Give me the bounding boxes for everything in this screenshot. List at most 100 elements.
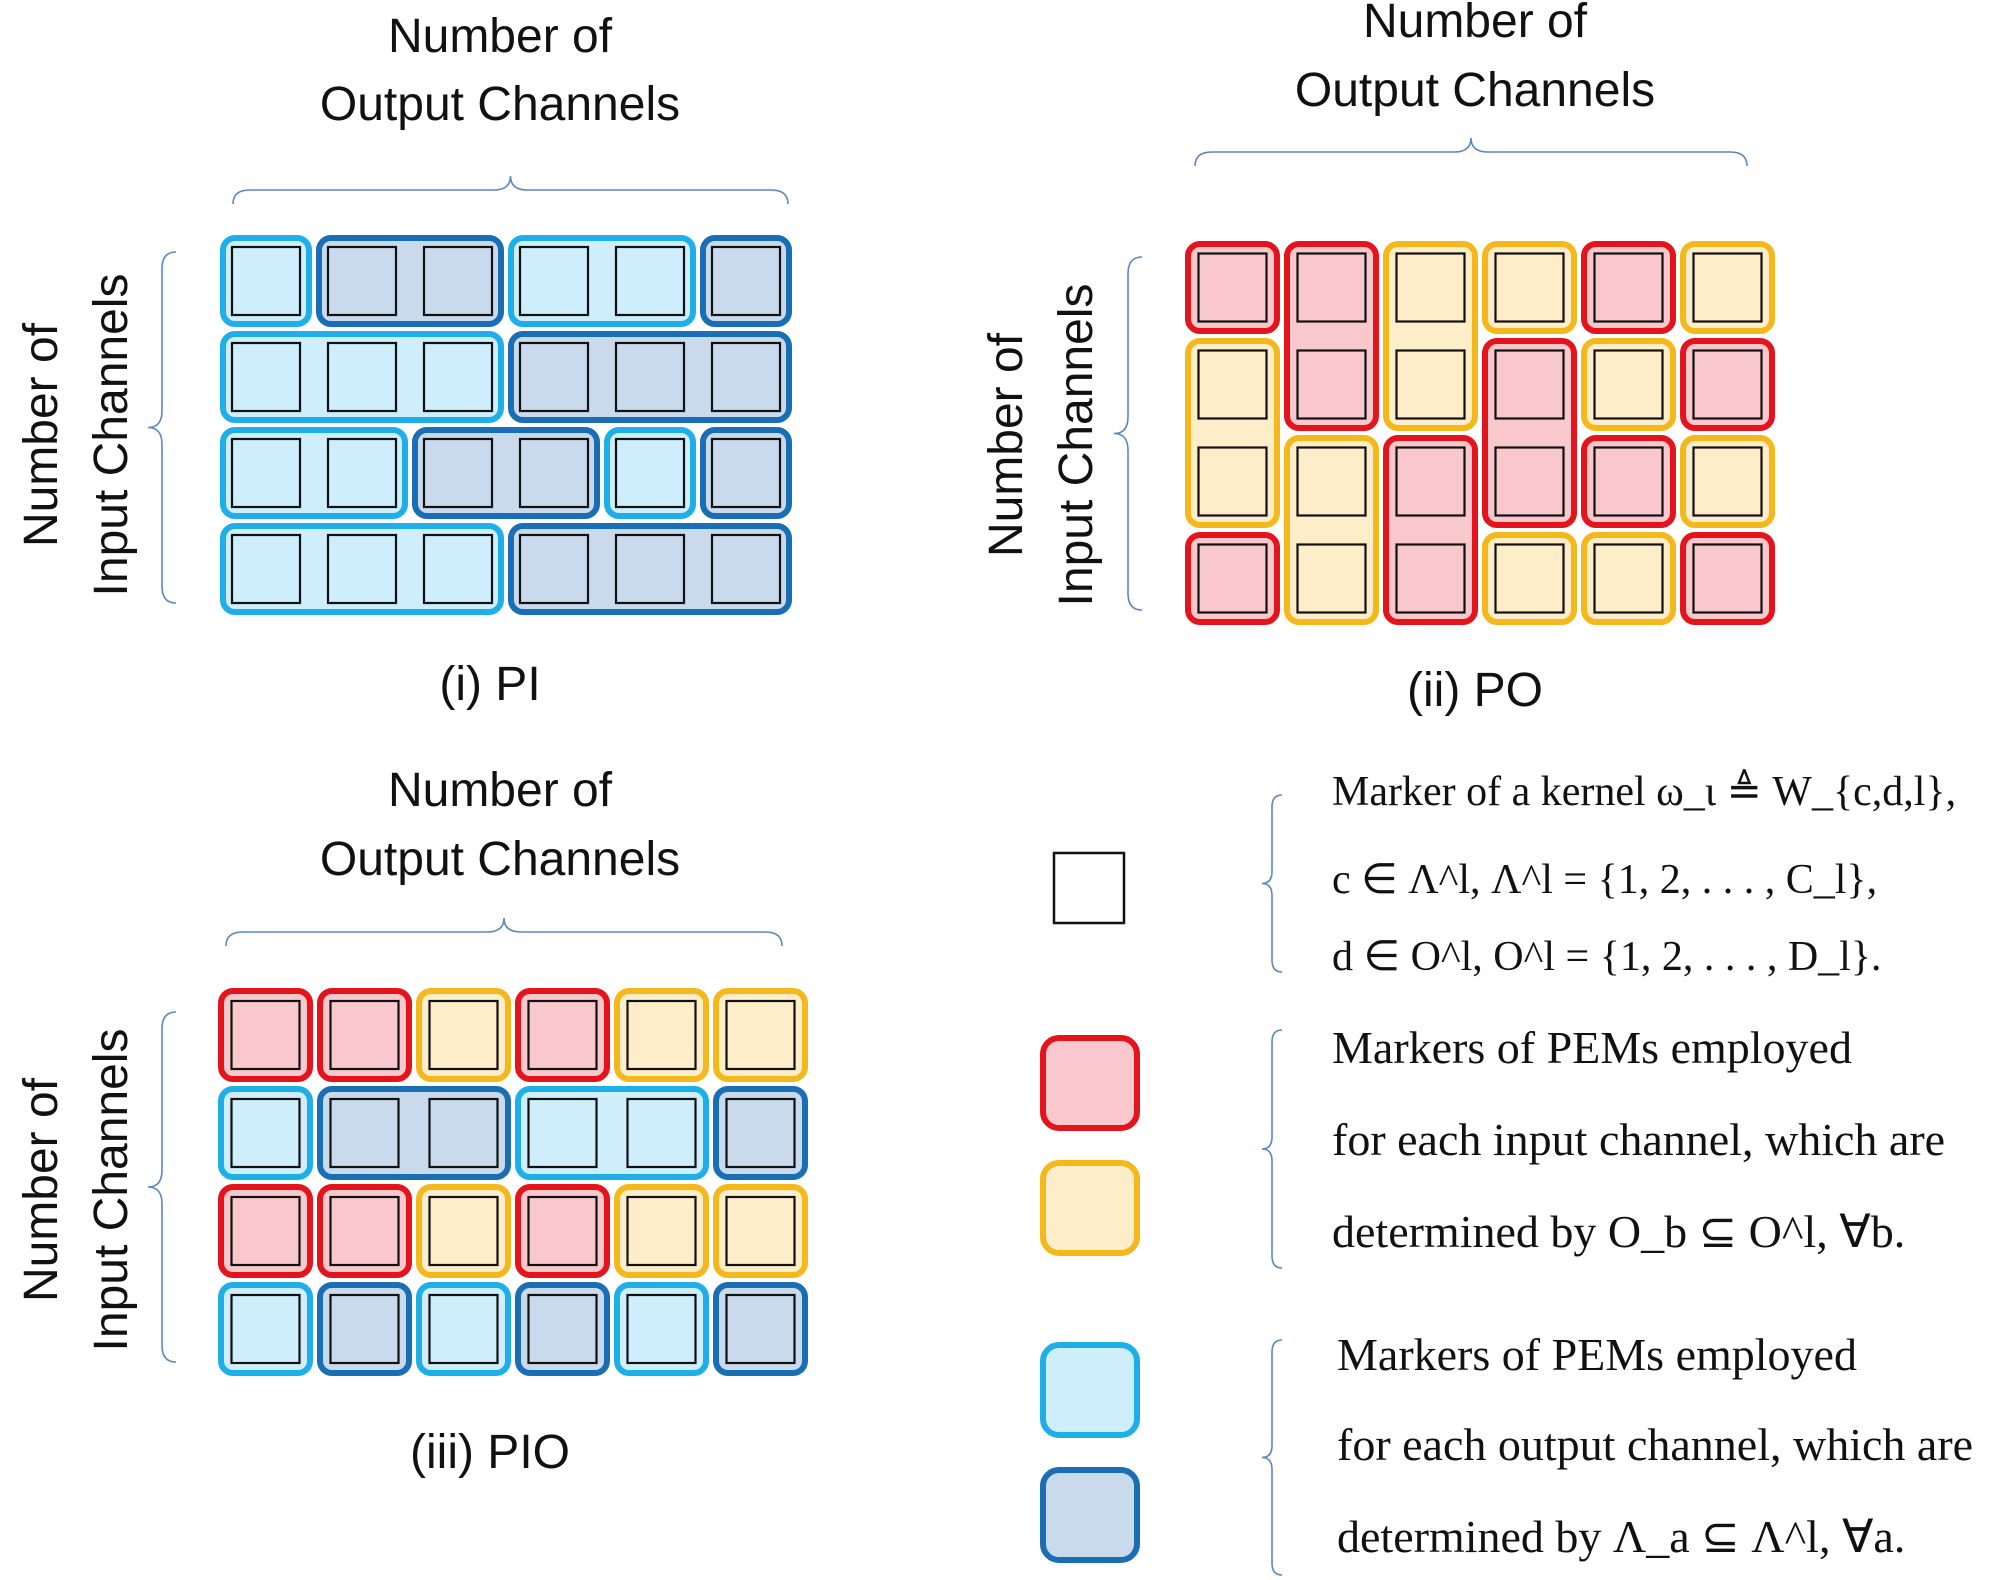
pem-group-red xyxy=(218,1184,313,1278)
pem-group-db xyxy=(317,1282,412,1376)
kernel-marker xyxy=(1692,252,1763,323)
output-channels-label: Number of Output Channels xyxy=(1295,0,1655,117)
kernel-marker xyxy=(626,1195,697,1267)
pem-group-lb xyxy=(218,1086,313,1180)
panel-caption: (ii) PO xyxy=(1407,664,1543,717)
pem-group-lb xyxy=(614,1282,709,1376)
pem-group-red xyxy=(218,988,313,1082)
legend-text-line: determined by O_b ⊆ O^l, ∀b. xyxy=(1332,1206,1905,1257)
kernel-marker xyxy=(614,245,686,317)
pem-group-db xyxy=(412,427,600,519)
kernel-marker xyxy=(230,341,302,413)
output-channels-label-line: Output Channels xyxy=(320,833,680,886)
kernel-marker xyxy=(230,999,301,1071)
kernel-marker xyxy=(710,533,782,605)
input-channels-label-line: Number of xyxy=(15,1077,68,1302)
kernel-marker xyxy=(1296,349,1367,420)
pem-group-db xyxy=(508,331,792,423)
legend-brace xyxy=(1261,1339,1283,1576)
pem-group-db xyxy=(317,1086,511,1180)
pem-swatch-lb xyxy=(1040,1342,1140,1438)
pem-group-lb xyxy=(220,235,312,327)
kernel-marker xyxy=(725,999,796,1071)
kernel-marker-swatch xyxy=(1052,851,1126,925)
pem-group-db xyxy=(713,1086,808,1180)
legend-text-line: for each output channel, which are xyxy=(1337,1419,1973,1470)
pem-group-lb xyxy=(416,1282,511,1376)
legend-text-line: c ∈ Λ^l, Λ^l = {1, 2, . . . , C_l}, xyxy=(1332,857,1877,903)
input-channels-brace xyxy=(147,251,177,604)
pem-group-lb xyxy=(220,427,408,519)
output-channels-brace xyxy=(225,917,783,947)
kernel-marker xyxy=(1593,446,1664,517)
output-channels-label-line: Number of xyxy=(1363,0,1588,48)
kernel-marker xyxy=(518,341,590,413)
legend-brace xyxy=(1261,794,1283,973)
input-channels-label-line: Number of xyxy=(15,322,68,547)
pem-group-yellow xyxy=(1581,338,1676,431)
kernel-marker xyxy=(527,1195,598,1267)
legend-brace xyxy=(1261,1029,1283,1269)
kernel-marker xyxy=(326,533,398,605)
pem-group-lb xyxy=(604,427,696,519)
input-channels-label-line: Input Channels xyxy=(1050,284,1103,607)
pem-group-db xyxy=(700,427,792,519)
output-channels-brace xyxy=(232,175,789,205)
kernel-marker xyxy=(326,245,398,317)
input-channels-label-line: Input Channels xyxy=(85,274,138,597)
output-channels-label: Number of Output Channels xyxy=(320,10,680,131)
kernel-marker xyxy=(1692,543,1763,614)
pem-group-red xyxy=(1680,338,1775,431)
kernel-marker xyxy=(230,1097,301,1169)
pem-group-red xyxy=(1581,435,1676,528)
pem-group-red xyxy=(1482,338,1577,528)
pem-group-red xyxy=(1185,241,1280,334)
pem-group-yellow xyxy=(1680,435,1775,528)
pem-group-yellow xyxy=(1680,241,1775,334)
kernel-marker xyxy=(614,533,686,605)
input-channels-label-line: Input Channels xyxy=(85,1029,138,1352)
kernel-marker xyxy=(527,1097,598,1169)
output-channels-label-line: Output Channels xyxy=(320,78,680,131)
pem-group-red xyxy=(515,1184,610,1278)
kernel-marker xyxy=(1296,543,1367,614)
kernel-marker xyxy=(626,1293,697,1365)
kernel-marker xyxy=(725,1293,796,1365)
kernel-marker xyxy=(230,245,302,317)
kernel-marker xyxy=(1296,446,1367,517)
pem-group-yellow xyxy=(614,1184,709,1278)
kernel-marker xyxy=(329,1195,400,1267)
kernel-marker xyxy=(326,437,398,509)
kernel-marker xyxy=(422,245,494,317)
pem-group-red xyxy=(1185,532,1280,625)
kernel-marker xyxy=(422,533,494,605)
kernel-marker xyxy=(230,1195,301,1267)
legend-text-line: determined by Λ_a ⊆ Λ^l, ∀a. xyxy=(1337,1511,1905,1562)
kernel-marker xyxy=(518,437,590,509)
kernel-marker xyxy=(1494,543,1565,614)
kernel-marker xyxy=(614,341,686,413)
pem-group-red xyxy=(515,988,610,1082)
legend-entry: Marker of a kernel ω_ι ≜ W_{c,d,l},c ∈ Λ… xyxy=(1052,769,1956,980)
kernel-marker xyxy=(326,341,398,413)
kernel-marker xyxy=(1494,252,1565,323)
kernel-marker xyxy=(230,437,302,509)
kernel-marker xyxy=(518,533,590,605)
pem-group-yellow xyxy=(713,988,808,1082)
pem-group-db xyxy=(713,1282,808,1376)
kernel-marker xyxy=(725,1195,796,1267)
kernel-marker xyxy=(1593,252,1664,323)
pem-group-yellow xyxy=(713,1184,808,1278)
kernel-marker xyxy=(428,1195,499,1267)
kernel-marker xyxy=(1197,252,1268,323)
pem-swatch-db xyxy=(1040,1467,1140,1563)
pem-group-lb xyxy=(220,523,504,615)
kernel-marker xyxy=(1593,349,1664,420)
kernel-marker xyxy=(428,1293,499,1365)
output-channels-label-line: Output Channels xyxy=(1295,64,1655,117)
output-channels-label-line: Number of xyxy=(388,10,613,63)
